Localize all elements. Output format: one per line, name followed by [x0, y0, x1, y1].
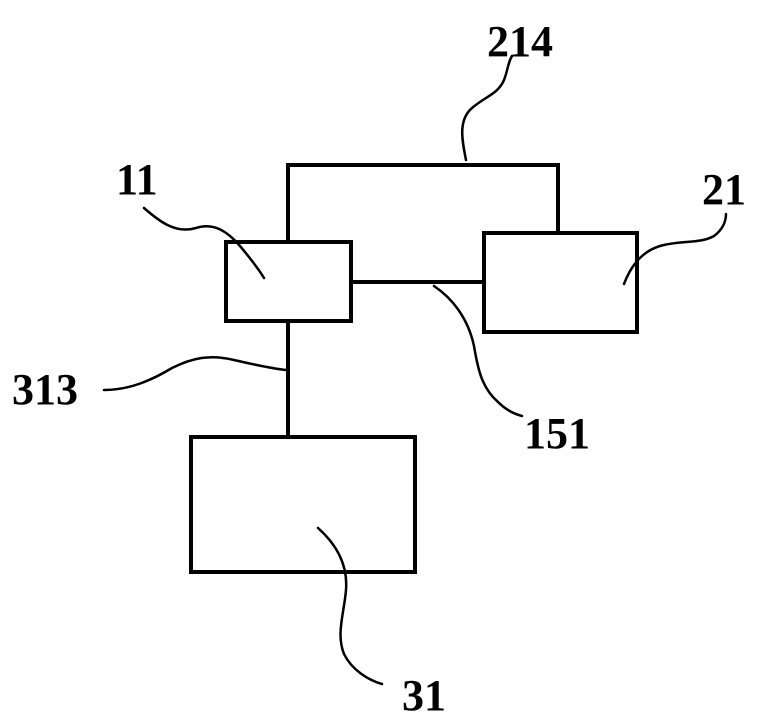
block-21: [482, 231, 639, 334]
block-11: [224, 240, 353, 323]
leader-11: [142, 206, 266, 280]
label-214: 214: [487, 17, 553, 66]
leader-151: [432, 284, 524, 418]
label-31: 31: [402, 671, 446, 720]
label-11: 11: [116, 155, 158, 204]
connection-214-line: [286, 163, 560, 244]
leader-31: [316, 526, 384, 686]
block-31: [189, 435, 417, 574]
leader-214: [461, 54, 514, 162]
leader-313: [102, 355, 288, 392]
label-151: 151: [524, 409, 590, 458]
label-313: 313: [12, 365, 78, 414]
label-21: 21: [702, 165, 746, 214]
leader-21: [622, 212, 728, 286]
